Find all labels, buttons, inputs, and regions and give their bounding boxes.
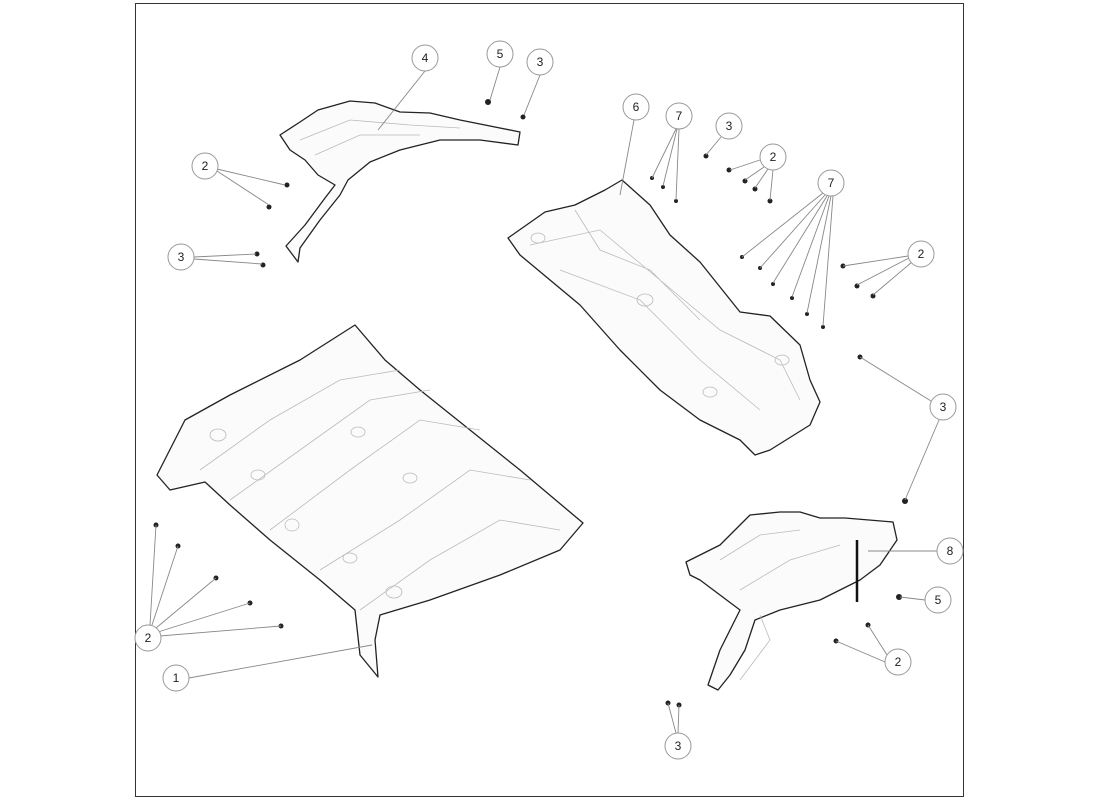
callout-label: 3 bbox=[537, 55, 544, 69]
callout-bubble bbox=[715, 112, 743, 140]
callout-bubble bbox=[665, 102, 693, 130]
callout-3: 3 bbox=[664, 732, 692, 760]
callout-label: 3 bbox=[675, 739, 682, 753]
callout-label: 3 bbox=[940, 400, 947, 414]
callout-label: 5 bbox=[935, 593, 942, 607]
callout-label: 2 bbox=[145, 631, 152, 645]
callout-bubble bbox=[167, 243, 195, 271]
callout-label: 7 bbox=[676, 109, 683, 123]
callout-3: 3 bbox=[526, 48, 554, 76]
callout-3: 3 bbox=[167, 243, 195, 271]
callout-label: 7 bbox=[828, 176, 835, 190]
callout-7: 7 bbox=[665, 102, 693, 130]
callout-2: 2 bbox=[191, 152, 219, 180]
callout-2: 2 bbox=[134, 624, 162, 652]
callout-bubble bbox=[884, 648, 912, 676]
callout-5: 5 bbox=[486, 40, 514, 68]
callout-label: 2 bbox=[770, 150, 777, 164]
callout-bubble bbox=[134, 624, 162, 652]
callout-bubble bbox=[526, 48, 554, 76]
callout-8: 8 bbox=[936, 537, 964, 565]
callouts: 4 5 3 2 3 6 7 3 2 7 2 3 8 5 2 3 2 1 bbox=[134, 40, 964, 760]
part-1-shield bbox=[156, 324, 584, 678]
callout-label: 2 bbox=[895, 655, 902, 669]
callout-3: 3 bbox=[929, 393, 957, 421]
callout-label: 4 bbox=[422, 51, 429, 65]
callout-bubble bbox=[191, 152, 219, 180]
callout-label: 5 bbox=[497, 47, 504, 61]
callout-label: 2 bbox=[202, 159, 209, 173]
callout-label: 3 bbox=[178, 250, 185, 264]
callout-bubble bbox=[162, 664, 190, 692]
callout-4: 4 bbox=[411, 44, 439, 72]
callout-bubble bbox=[924, 586, 952, 614]
callout-label: 1 bbox=[173, 671, 180, 685]
callout-bubble bbox=[411, 44, 439, 72]
part-4-shield bbox=[279, 100, 521, 263]
callout-1: 1 bbox=[162, 664, 190, 692]
callout-2: 2 bbox=[884, 648, 912, 676]
leader-lines bbox=[149, 66, 940, 734]
callout-bubble bbox=[817, 169, 845, 197]
callout-2: 2 bbox=[907, 240, 935, 268]
callout-bubble bbox=[759, 143, 787, 171]
callout-3: 3 bbox=[715, 112, 743, 140]
callout-bubble bbox=[936, 537, 964, 565]
diagram-frame bbox=[135, 3, 964, 797]
part-6-shield bbox=[507, 179, 821, 456]
callout-6: 6 bbox=[622, 93, 650, 121]
part-8-shield bbox=[685, 511, 898, 691]
callout-bubble bbox=[929, 393, 957, 421]
callout-2: 2 bbox=[759, 143, 787, 171]
callout-7: 7 bbox=[817, 169, 845, 197]
callout-5: 5 bbox=[924, 586, 952, 614]
callout-label: 3 bbox=[726, 119, 733, 133]
callout-bubble bbox=[907, 240, 935, 268]
callout-bubble bbox=[622, 93, 650, 121]
callout-bubble bbox=[486, 40, 514, 68]
callout-label: 8 bbox=[947, 544, 954, 558]
callout-label: 6 bbox=[633, 100, 640, 114]
callout-label: 2 bbox=[918, 247, 925, 261]
callout-bubble bbox=[664, 732, 692, 760]
